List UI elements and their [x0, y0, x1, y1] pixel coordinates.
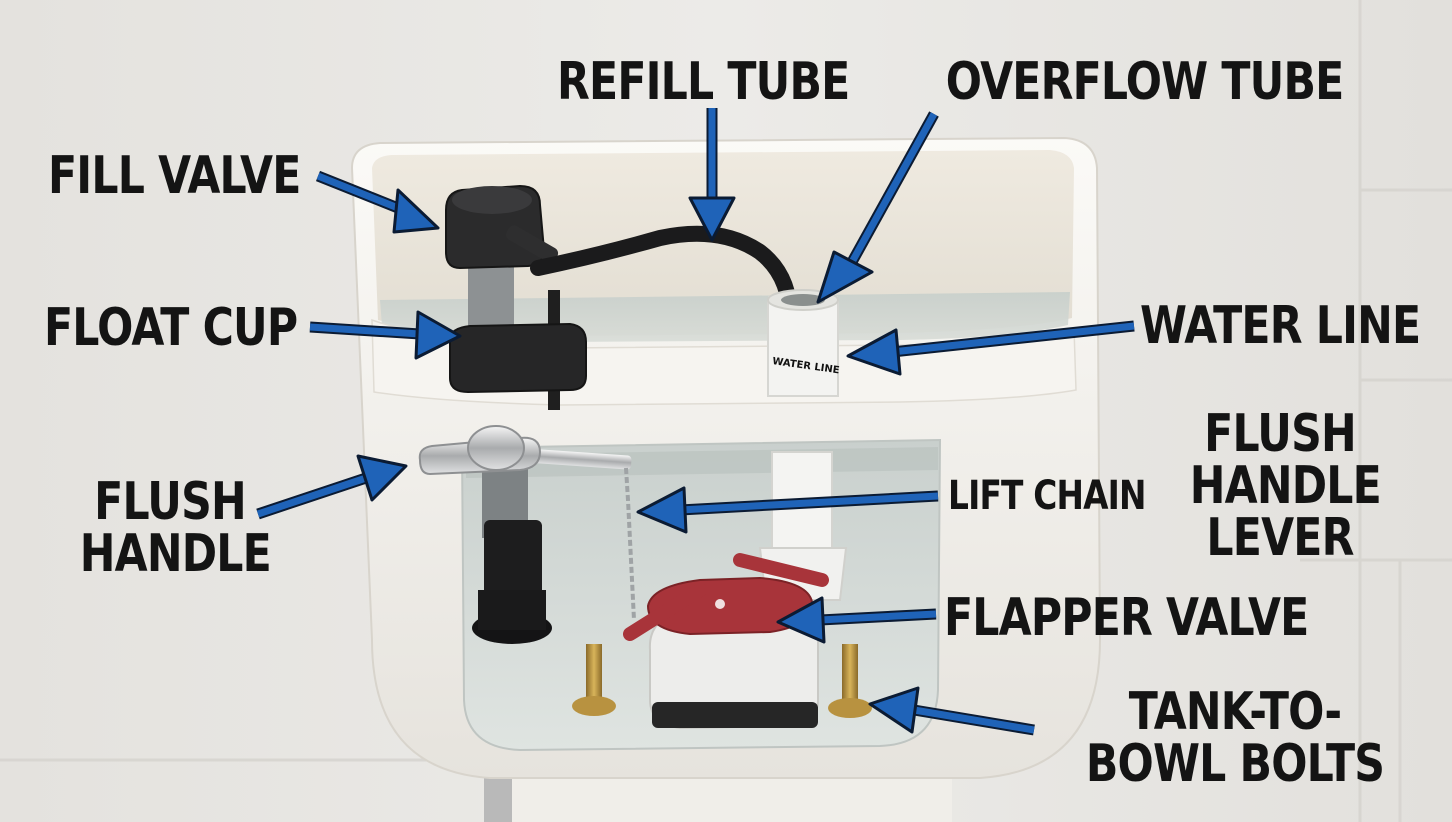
label-flush-handle-lever: FLUSH HANDLE LEVER: [1189, 404, 1382, 568]
callout-arrows: [256, 108, 1135, 736]
label-fill-valve: FILL VALVE: [48, 146, 301, 206]
label-lift-chain: LIFT CHAIN: [948, 473, 1146, 519]
label-tank-to-bowl-bolts: TANK-TO-BOWL BOLTS: [1085, 682, 1385, 794]
tank-to-bowl-bolts-illustration: [572, 644, 872, 718]
flush-handle-illustration: [418, 425, 632, 476]
lift-chain-illustration: [624, 467, 636, 621]
label-refill-tube: REFILL TUBE: [557, 52, 850, 112]
flapper-valve-illustration: [623, 553, 829, 730]
fill-valve-illustration: [445, 184, 587, 410]
label-water-line: WATER LINE: [1140, 296, 1421, 356]
label-overflow-tube: OVERFLOW TUBE: [945, 52, 1344, 112]
label-float-cup: FLOAT CUP: [44, 298, 298, 358]
label-flapper-valve: FLAPPER VALVE: [944, 588, 1309, 648]
label-flush-handle: FLUSH HANDLE: [79, 472, 272, 584]
